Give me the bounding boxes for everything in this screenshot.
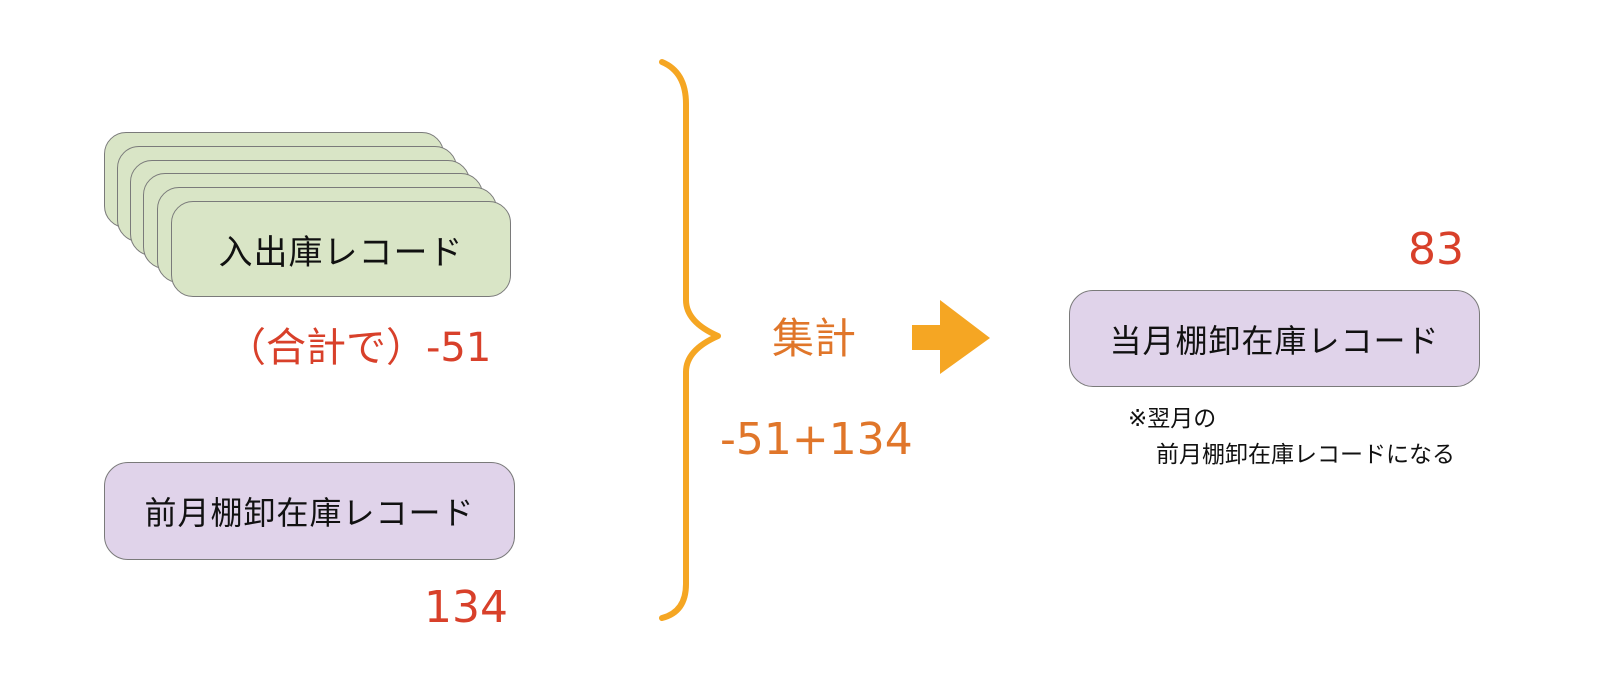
inout-record-card-6 [171,201,511,297]
current-month-note-line2: 前月棚卸在庫レコードになる [1156,442,1455,468]
inout-record-label: 入出庫レコード [218,232,464,273]
prev-month-record-card: 前月棚卸在庫レコード [104,462,515,560]
prev-month-value: 134 [424,582,508,633]
inout-total-prefix: （合計で） [226,325,426,371]
inout-total-text: （合計で）-51 [226,322,491,374]
aggregate-label: 集計 [772,314,857,363]
inout-total-value: -51 [426,325,492,371]
current-month-value: 83 [1408,224,1464,275]
right-curly-brace-icon [659,59,721,621]
aggregate-formula: -51+134 [720,414,913,465]
right-arrow-icon [912,300,990,374]
current-month-record-card: 当月棚卸在庫レコード [1069,290,1480,387]
current-month-note-line1: ※翌月の [1128,406,1217,432]
